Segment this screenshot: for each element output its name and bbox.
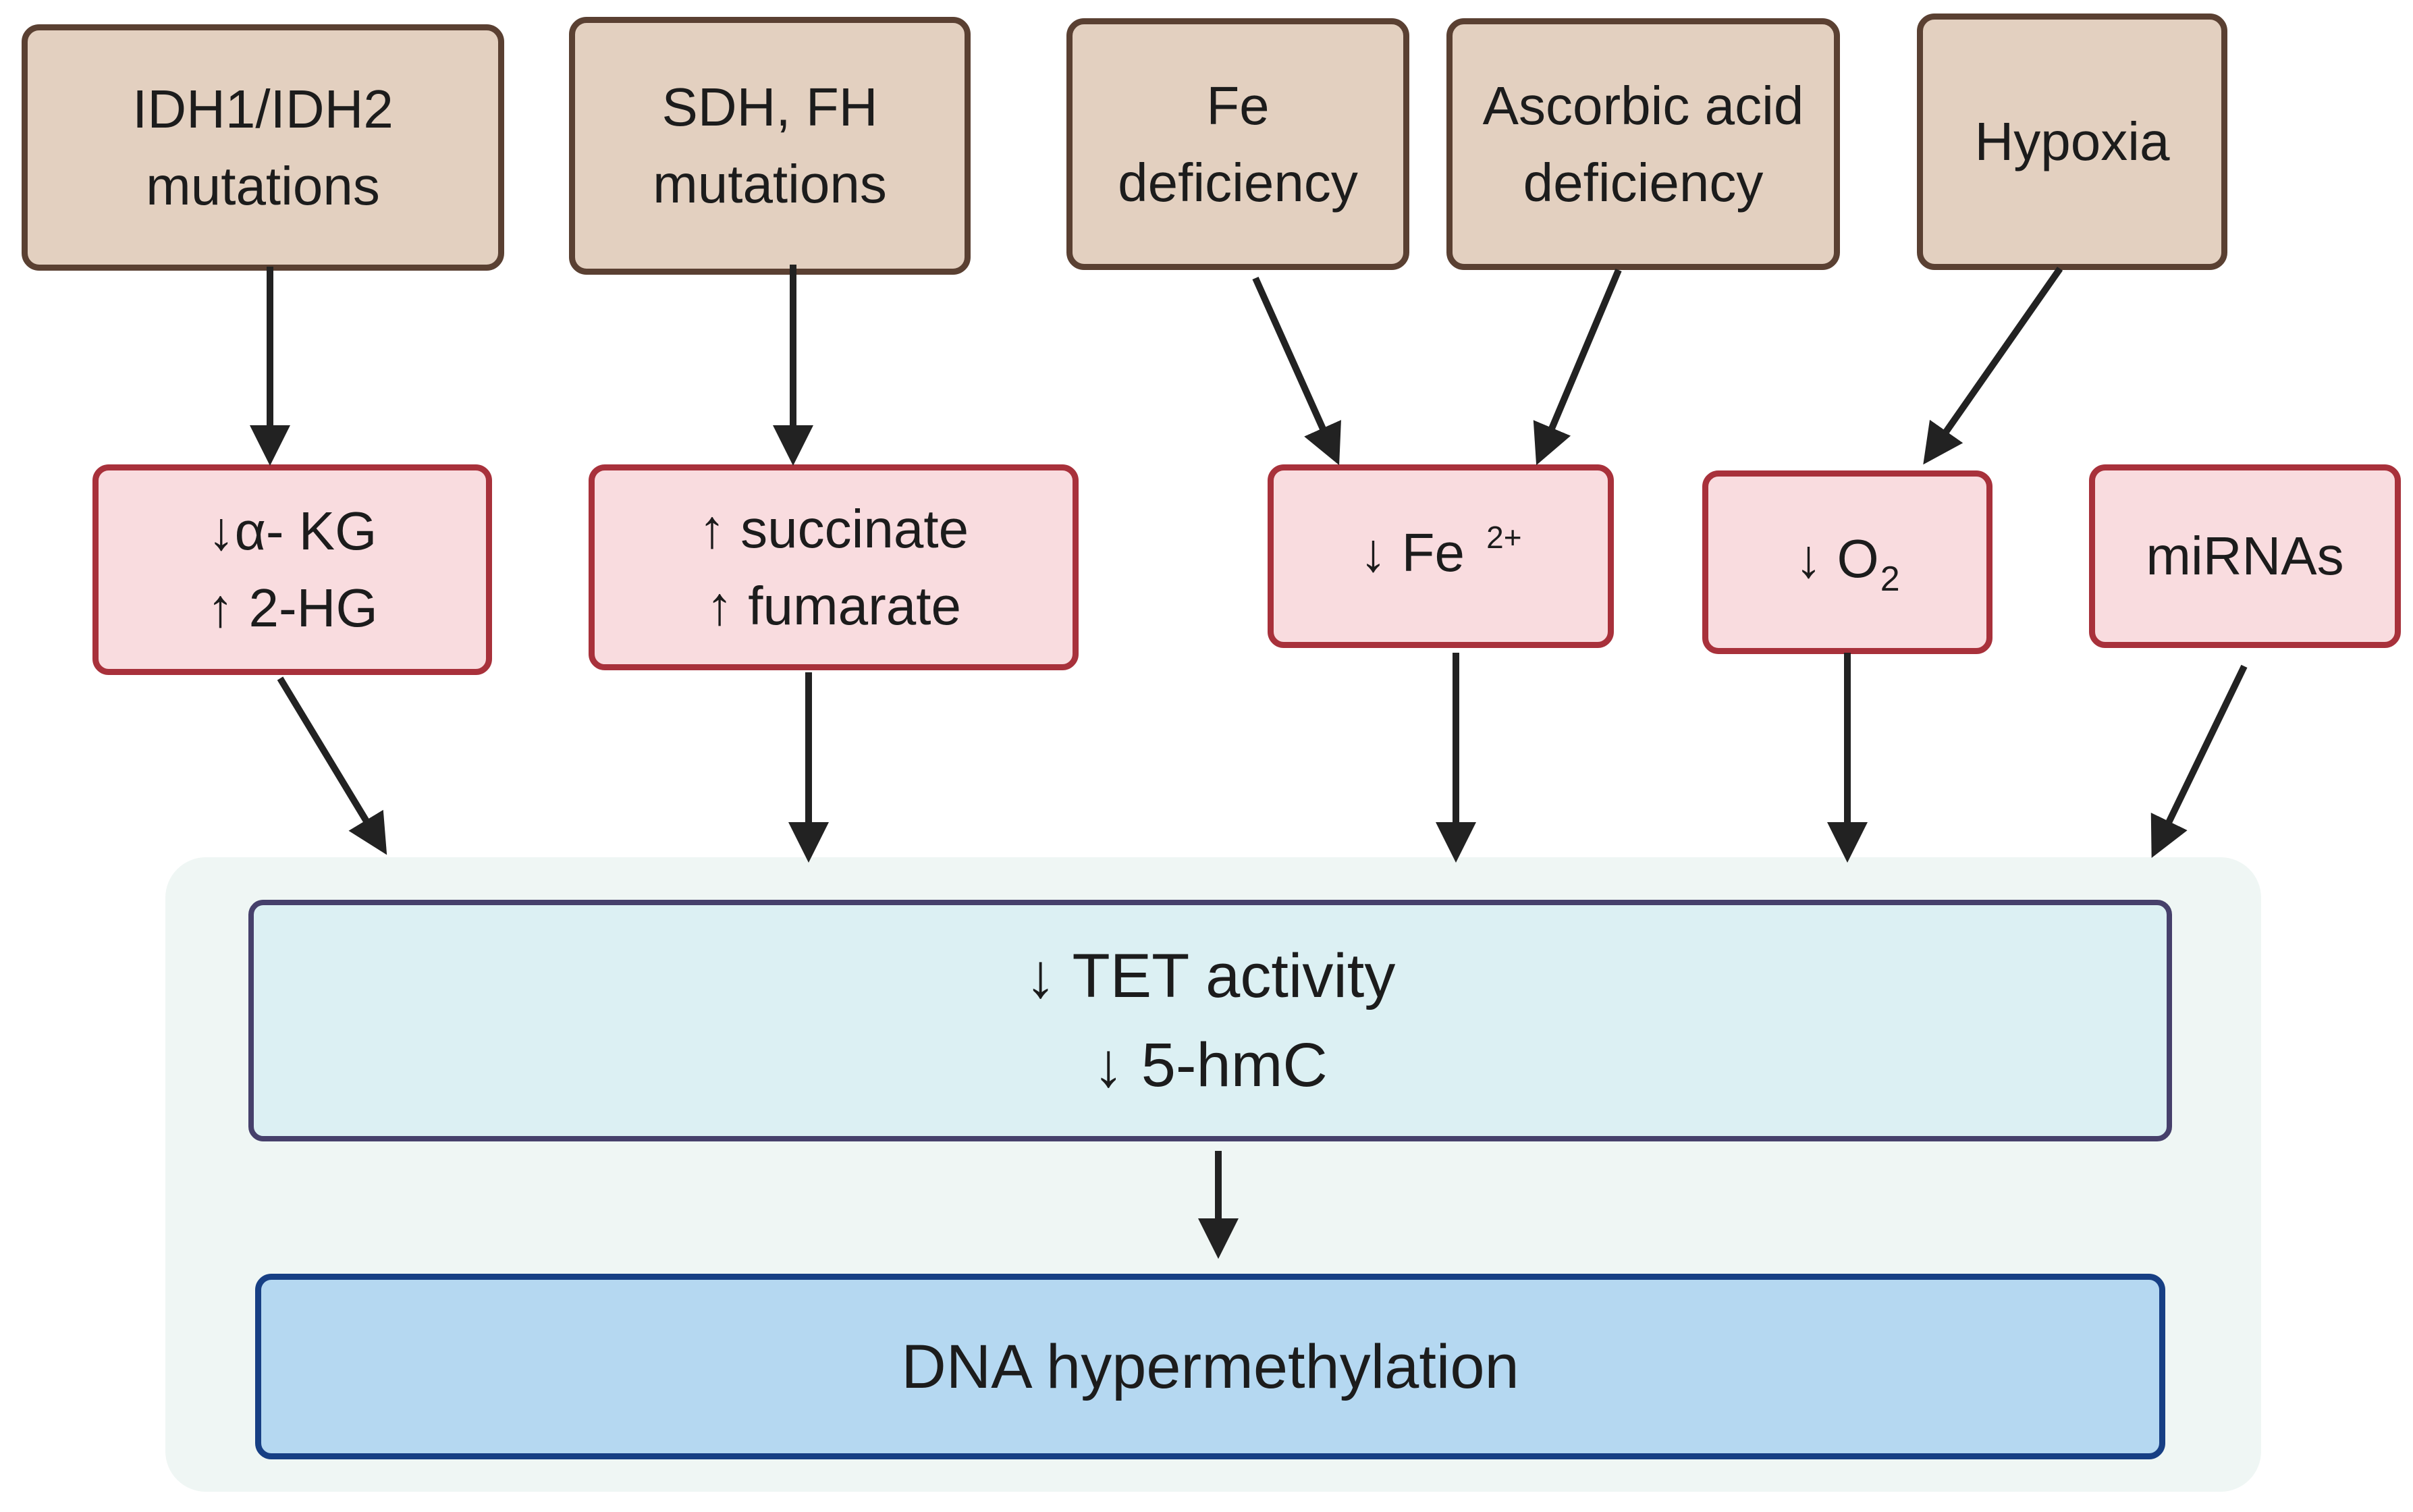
cause-sdh-fh-mutations: SDH, FH mutations: [569, 17, 971, 275]
cause-ascorbic-acid-deficiency: Ascorbic acid deficiency: [1446, 18, 1840, 270]
mech-mirnas-label: miRNAs: [2146, 526, 2344, 586]
cause-idh-mutations: IDH1/IDH2 mutations: [22, 24, 504, 271]
cause-hypoxia-label: Hypoxia: [1974, 111, 2170, 171]
tet-activity-line2: ↓ 5-hmC: [1093, 1031, 1328, 1100]
mech-o2-label: ↓ O2: [1795, 520, 1899, 604]
mech-fe2-superscript: 2+: [1486, 519, 1522, 555]
mech-o2-subscript: 2: [1880, 560, 1900, 599]
tet-activity-line1: ↓ TET activity: [1025, 942, 1396, 1010]
tet-activity-box: ↓ TET activity ↓ 5-hmC: [248, 900, 2172, 1141]
cause-fe-line2: deficiency: [1118, 152, 1358, 213]
mech-fe2-text: ↓ Fe: [1359, 522, 1480, 583]
mech-succinate-line2: ↑ fumarate: [706, 575, 961, 636]
arrow-akg-to-tet: [277, 676, 387, 855]
cause-fe-line1: Fe: [1206, 75, 1270, 136]
mech-mirnas: miRNAs: [2089, 464, 2401, 648]
cause-idh-line1: IDH1/IDH2: [132, 78, 394, 139]
dna-hypermethylation-label: DNA hypermethylation: [901, 1332, 1519, 1401]
cause-hypoxia: Hypoxia: [1917, 14, 2227, 270]
mech-akg-2hg: ↓α- KG ↑ 2-HG: [92, 464, 492, 675]
cause-idh-line2: mutations: [146, 155, 380, 216]
arrow-mirnas-to-tet: [2150, 664, 2248, 859]
arrow-ascorbic-to-fe2: [1533, 269, 1622, 466]
mech-akg-line1: ↓α- KG: [207, 501, 377, 561]
mech-akg-line2: ↑ 2-HG: [207, 578, 378, 638]
mech-fe2-label: ↓ Fe 2+: [1359, 514, 1521, 599]
arrow-hypoxia-to-o2: [1923, 267, 2063, 465]
cause-sdh-line2: mutations: [653, 154, 887, 214]
mech-fe2-decrease: ↓ Fe 2+: [1268, 464, 1614, 648]
cause-fe-deficiency: Fe deficiency: [1066, 18, 1409, 270]
cause-sdh-line1: SDH, FH: [661, 77, 878, 137]
mech-o2-decrease: ↓ O2: [1702, 470, 1992, 654]
cause-ascorbic-line2: deficiency: [1523, 152, 1764, 213]
mech-succinate-line1: ↑ succinate: [698, 498, 969, 559]
arrow-fe-to-fe2: [1252, 276, 1341, 466]
mech-succinate-fumarate: ↑ succinate ↑ fumarate: [589, 464, 1079, 670]
mech-o2-text: ↓ O: [1795, 529, 1879, 589]
dna-hypermethylation-box: DNA hypermethylation: [255, 1274, 2165, 1459]
cause-ascorbic-line1: Ascorbic acid: [1482, 75, 1804, 136]
